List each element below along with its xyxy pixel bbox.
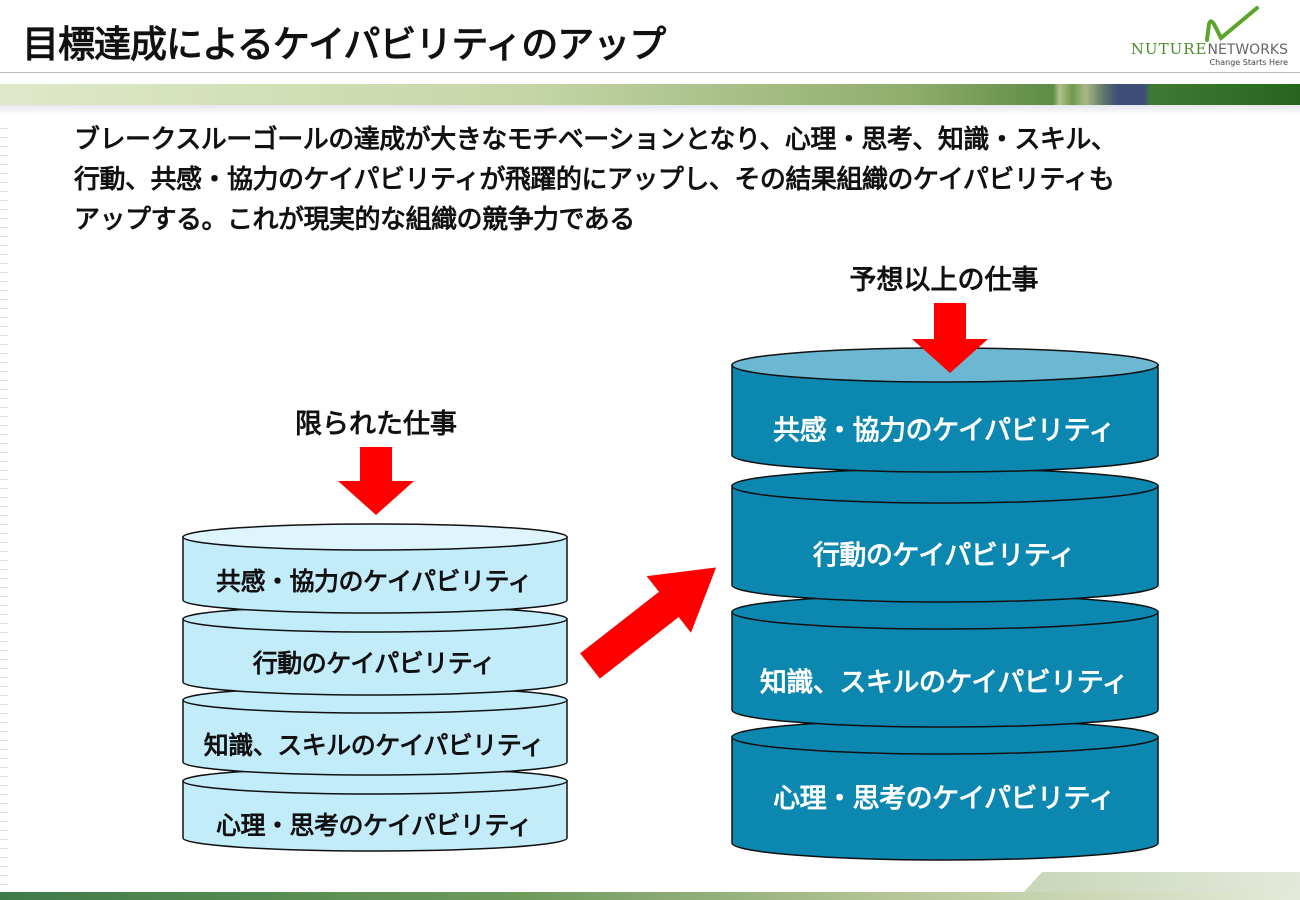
logo-brand-b: NETWORKS [1207,42,1288,58]
body-line: ブレークスルーゴールの達成が大きなモチベーションとなり、心理・思考、知識・スキル… [74,125,1117,155]
footer-band [0,892,1300,900]
footer-tab [1022,872,1300,894]
left-layer: 知識、スキルのケイパビリティ [203,731,545,760]
ruler [0,120,8,890]
logo: NUTURENETWORKS [1131,40,1288,58]
left-layer: 心理・思考のケイパビリティ [215,811,533,840]
body-line: 行動、共感・協力のケイパビリティが飛躍的にアップし、その結果組織のケイパビリティ… [74,165,1115,195]
left-cylinder-segment [182,618,568,696]
right-cylinder-segment-top [731,468,1159,504]
left-layer: 共感・協力のケイパビリティ [215,567,533,596]
right-layer: 知識、スキルのケイパビリティ [759,667,1129,699]
header-band-shadow [0,105,1300,115]
logo-brand-a: NUTURE [1130,40,1208,58]
right-layer: 心理・思考のケイパビリティ [773,783,1115,815]
logo-tagline: Change Starts Here [1209,58,1288,67]
divider [0,72,1300,73]
left-cylinder-segment-top [182,523,568,551]
header-band [0,84,1300,105]
left-cylinder-segment [182,536,568,614]
right-cylinder-segment [731,611,1159,728]
body-line: アップする。これが現実的な組織の競争力である [74,205,635,235]
diagonal-arrow [580,567,717,679]
down-arrow-right [912,303,988,373]
logo-check-icon [1205,6,1259,42]
right-layer: 共感・協力のケイパビリティ [773,415,1115,447]
down-arrow-left [338,447,414,515]
right-label: 予想以上の仕事 [849,265,1039,296]
right-cylinder-segment [731,736,1159,861]
body-text: ブレークスルーゴールの達成が大きなモチベーションとなり、心理・思考、知識・スキル… [74,120,1274,240]
right-cylinder-segment [731,485,1159,603]
left-layer: 行動のケイパビリティ [252,649,496,678]
left-cylinder-segment [182,699,568,776]
right-layer: 行動のケイパビリティ [812,540,1076,572]
right-cylinder-segment [731,364,1159,473]
left-cylinder-segment [182,780,568,852]
left-label: 限られた仕事 [295,409,457,440]
slide-title: 目標達成によるケイパビリティのアップ [22,23,666,66]
